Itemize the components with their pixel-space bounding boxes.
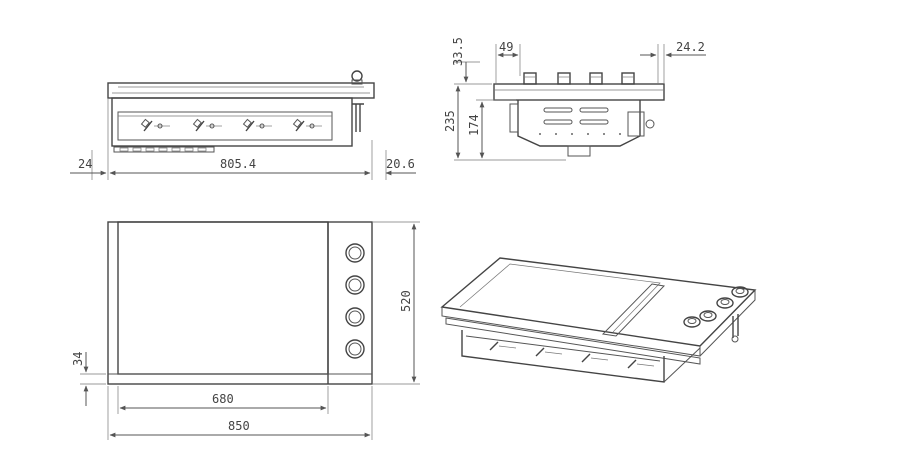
side-view: 33.5 235 174 49 24.2 (443, 37, 706, 161)
top-knob (345, 243, 365, 263)
side-vents (539, 107, 621, 135)
tray-slot (184, 147, 194, 152)
iso-body (461, 330, 665, 383)
side-knob (523, 72, 537, 85)
tray-slot (197, 147, 207, 152)
side-base (567, 145, 591, 157)
top-knob (345, 275, 365, 295)
front-top-plate (107, 82, 375, 99)
dim-right-margin: 20.6 (386, 157, 415, 171)
iso-front-knob (535, 347, 563, 357)
tray-slot (158, 147, 168, 152)
front-top-knob (351, 70, 363, 82)
dim-total-height: 235 (443, 110, 457, 132)
tray-slot (145, 147, 155, 152)
dim-total-width: 850 (228, 419, 250, 433)
front-gas-pipe (352, 103, 364, 132)
top-view: 520 34 680 850 (71, 221, 420, 440)
iso-knob-row (683, 286, 749, 328)
front-drip-tray (113, 146, 215, 153)
front-control-panel (117, 111, 333, 141)
front-knob (140, 118, 170, 132)
side-vent (579, 107, 609, 113)
side-right-box (627, 111, 645, 137)
iso-front-knob (627, 359, 655, 369)
front-tray-slots (119, 147, 207, 152)
front-knob (192, 118, 222, 132)
iso-knob (699, 310, 717, 322)
front-knob (242, 118, 272, 132)
dim-bottom-margin: 34 (71, 352, 85, 366)
side-vent (579, 119, 609, 125)
tray-slot (119, 147, 129, 152)
iso-knob (683, 316, 701, 328)
top-knob-column (345, 243, 365, 359)
side-knob (557, 72, 571, 85)
dim-body-height: 174 (467, 114, 481, 136)
front-knob (292, 118, 322, 132)
iso-knob (731, 286, 749, 298)
side-left-pipe (509, 103, 519, 133)
front-body (111, 97, 353, 147)
top-knob (345, 307, 365, 327)
dim-depth: 520 (399, 290, 413, 312)
iso-front-knob (489, 341, 517, 351)
iso-view (440, 257, 757, 383)
iso-front-knob (581, 353, 609, 363)
dim-plate-width: 680 (212, 392, 234, 406)
side-vent (543, 107, 573, 113)
front-knob-row (140, 118, 322, 132)
top-outer-frame (107, 221, 373, 385)
side-knob (621, 72, 635, 85)
front-view: 24 805.4 20.6 (70, 70, 416, 180)
dim-left-margin: 24 (78, 157, 92, 171)
dim-front-width: 805.4 (220, 157, 256, 171)
iso-knob (716, 297, 734, 309)
dim-knob-offset: 49 (499, 40, 513, 54)
top-knob (345, 339, 365, 359)
side-knob (589, 72, 603, 85)
top-griddle-plate (117, 221, 329, 375)
side-vent (543, 119, 573, 125)
dim-right-offset: 24.2 (676, 40, 705, 54)
iso-front-knob-row (489, 341, 655, 369)
iso-top-plate (440, 257, 757, 347)
tray-slot (132, 147, 142, 152)
dim-top-height: 33.5 (451, 37, 465, 66)
side-top-plate (493, 83, 665, 101)
side-knob-row (523, 72, 635, 85)
side-body (517, 100, 641, 147)
tray-slot (171, 147, 181, 152)
